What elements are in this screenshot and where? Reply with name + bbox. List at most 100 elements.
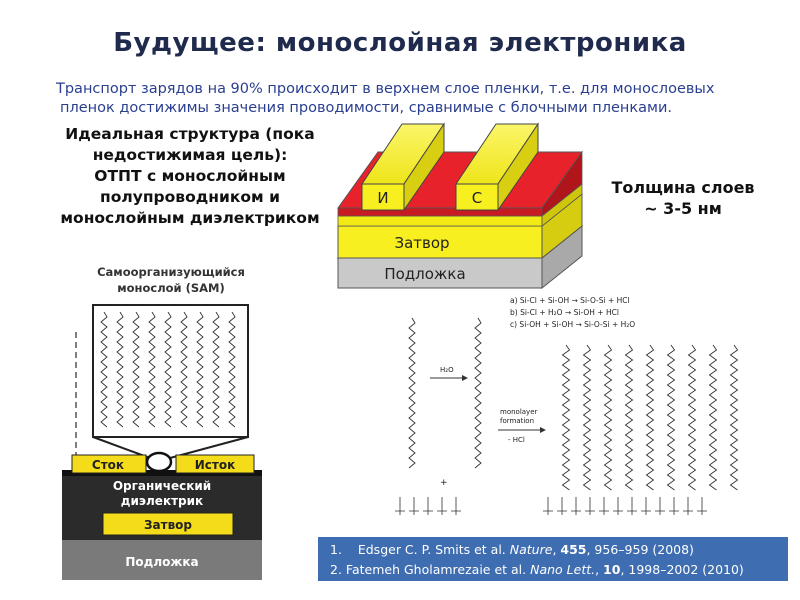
sam-drain-label: Исток [195,458,236,472]
sam-chain [100,311,108,428]
ref2-sep: , [595,562,604,577]
silica-unit [683,497,693,515]
plus-sign: + [440,478,448,488]
sam-chain [164,311,172,428]
silica-unit [655,497,665,515]
reference-1: 1. Edsger C. P. Smits et al. Nature, 455… [318,540,788,560]
ref2-volume: 10 [603,562,621,577]
sam-chain [116,311,124,428]
intro-text: Транспорт зарядов на 90% происходит в ве… [56,80,776,118]
silica-unit [641,497,651,515]
monolayer-chain [645,344,655,491]
reaction-scheme: a) Si-Cl + Si-OH → Si-O-Si + HCl b) Si-C… [395,296,739,515]
thickness-line-1: Толщина слоев [611,178,755,197]
sam-device-diagram: Самоорганизующийся монослой (SAM) Сток И… [62,265,262,580]
silica-unit [571,497,581,515]
ref1-pages: , 956–959 (2008) [586,542,694,557]
h2o-arrow-head [462,375,468,381]
h2o-label: H₂O [440,366,454,374]
sam-dielectric-label-2: диэлектрик [121,494,203,508]
reference-2: 2. Fatemeh Gholamrezaie et al. Nano Lett… [318,560,788,580]
sam-gate-label: Затвор [144,518,192,532]
intro-line-1: Транспорт зарядов на 90% происходит в ве… [56,81,715,97]
sam-molecule-chains [100,311,236,428]
sam-source-label: Сток [92,458,124,472]
ref1-journal: Nature [509,542,553,557]
drain-label: С [472,189,482,207]
single-molecule-chains [408,317,482,469]
sam-substrate-label: Подложка [125,555,198,569]
thickness-text: Толщина слоев ~ 3-5 нм [598,177,768,219]
ideal-line-4: полупроводником и [100,188,280,206]
monolayer-chain [666,344,676,491]
ideal-line-5: монослойным диэлектриком [60,209,320,227]
sam-chain [132,311,140,428]
ref2-authors: Fatemeh Gholamrezaie et al. [345,562,531,577]
ref2-pages: , 1998–2002 (2010) [620,562,744,577]
silica-unit [409,497,419,515]
monolayer-chain [561,344,571,491]
silica-unit [395,497,405,515]
dielectric-layer-front [337,215,543,227]
silica-surface-structures [395,497,707,515]
device-3d-diagram: И С Затвор Подложка [336,122,584,290]
sam-drain-electrode [175,454,255,474]
silica-unit [669,497,679,515]
ref2-number: 2. [330,562,342,577]
monolayer-chain [603,344,613,491]
ideal-line-3: ОТПТ с монослойным [94,167,286,185]
sam-gate [102,512,234,536]
sam-label-2: монослой (SAM) [117,281,225,295]
gate-label: Затвор [394,234,449,252]
ref1-number: 1. [330,542,342,557]
monolayer-chains [561,344,739,491]
reaction-a: a) Si-Cl + Si-OH → Si-O-Si + HCl [510,296,630,305]
intro-line-2: пленок достижимы значения проводимости, … [60,100,673,116]
monolayer-chain [582,344,592,491]
hcl-label: - HCl [508,436,525,444]
monolayer-chain [624,344,634,491]
reaction-c: c) Si-OH + Si-OH → Si-O-Si + H₂O [510,320,635,329]
page-title: Будущее: монослойная электроника [113,28,687,58]
sam-chain [180,311,188,428]
molecule-chain [408,317,416,469]
monolayer-arrow-head [540,427,546,433]
sam-dielectric-label-1: Органический [113,479,211,493]
thickness-line-2: ~ 3-5 нм [644,199,722,218]
silica-unit [451,497,461,515]
silica-unit [613,497,623,515]
monolayer-chain [708,344,718,491]
ideal-line-2: недостижимая цель): [92,146,288,164]
monolayer-label-1: monolayer [500,408,538,416]
silica-unit [557,497,567,515]
silica-unit [697,497,707,515]
sam-chain [196,311,204,428]
sam-semiconductor-strip [62,470,262,476]
ref2-journal: Nano Lett. [530,562,596,577]
substrate-label: Подложка [384,265,465,283]
source-bar-front [361,183,405,211]
monolayer-label-2: formation [500,417,534,425]
ideal-line-1: Идеальная структура (пока [65,125,315,143]
references-box: 1. Edsger C. P. Smits et al. Nature, 455… [318,537,788,581]
sam-chain [148,311,156,428]
sam-label-1: Самоорганизующийся [97,265,245,279]
semiconductor-side [541,150,583,217]
reaction-b: b) Si-Cl + H₂O → Si-OH + HCl [510,308,619,317]
monolayer-chain [687,344,697,491]
ref1-volume: 455 [560,542,587,557]
ref1-sep: , [552,542,561,557]
ideal-structure-text: Идеальная структура (пока недостижимая ц… [40,124,340,229]
source-label: И [377,189,388,207]
monolayer-chain [729,344,739,491]
ref1-authors: Edsger C. P. Smits et al. [357,542,510,557]
molecule-chain [474,317,482,469]
sam-zoom-circle [145,451,173,473]
silica-unit [423,497,433,515]
silica-unit [585,497,595,515]
drain-bar-front [455,183,499,211]
silica-unit [627,497,637,515]
sam-chain [212,311,220,428]
silica-unit [543,497,553,515]
